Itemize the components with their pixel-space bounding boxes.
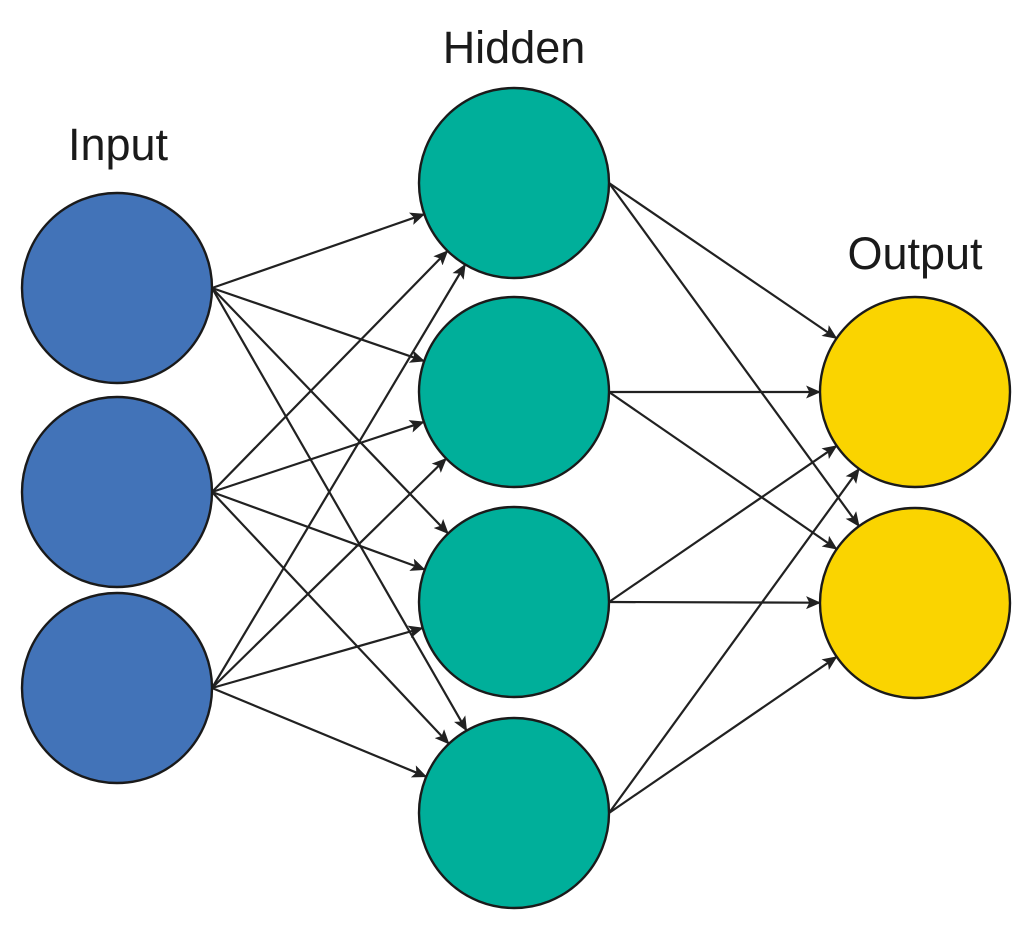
edge-h2-o2: [608, 391, 838, 551]
input-node-i2: [20, 395, 214, 589]
edge-i2-h4: [211, 491, 450, 745]
edge-i2-h2: [211, 420, 425, 494]
edges-group: [211, 182, 860, 814]
edge-i3-h1: [211, 263, 467, 689]
edge-i3-h3: [211, 625, 424, 690]
edge-i2-h1: [211, 250, 449, 493]
output-node-o2: [818, 506, 1012, 700]
edge-h4-o2: [608, 655, 838, 814]
layer-label-input: Input: [68, 119, 169, 170]
edge-i3-h2: [211, 457, 447, 689]
layer-label-hidden: Hidden: [443, 22, 586, 73]
edge-i1-h4: [211, 287, 468, 732]
edge-h3-o1: [608, 444, 838, 603]
edge-i2-h3: [211, 490, 426, 571]
hidden-node-h2: [417, 295, 611, 489]
edge-i1-h1: [211, 212, 426, 290]
edge-i3-h4: [211, 686, 428, 778]
edge-h1-o1: [608, 182, 838, 340]
layer-label-output: Output: [847, 228, 983, 279]
input-node-i1: [20, 191, 214, 385]
edge-i1-h2: [211, 286, 426, 363]
output-node-o1: [818, 295, 1012, 489]
labels-group: Input Hidden Output: [68, 22, 983, 279]
hidden-node-h1: [417, 86, 611, 280]
hidden-node-h4: [417, 716, 611, 910]
hidden-node-h3: [417, 505, 611, 699]
nodes-group: [20, 86, 1012, 910]
edge-h4-o1: [608, 468, 860, 814]
edge-h1-o2: [608, 182, 860, 527]
edge-h3-o2: [608, 596, 821, 610]
edge-i1-h3: [211, 287, 449, 535]
input-node-i3: [20, 591, 214, 785]
